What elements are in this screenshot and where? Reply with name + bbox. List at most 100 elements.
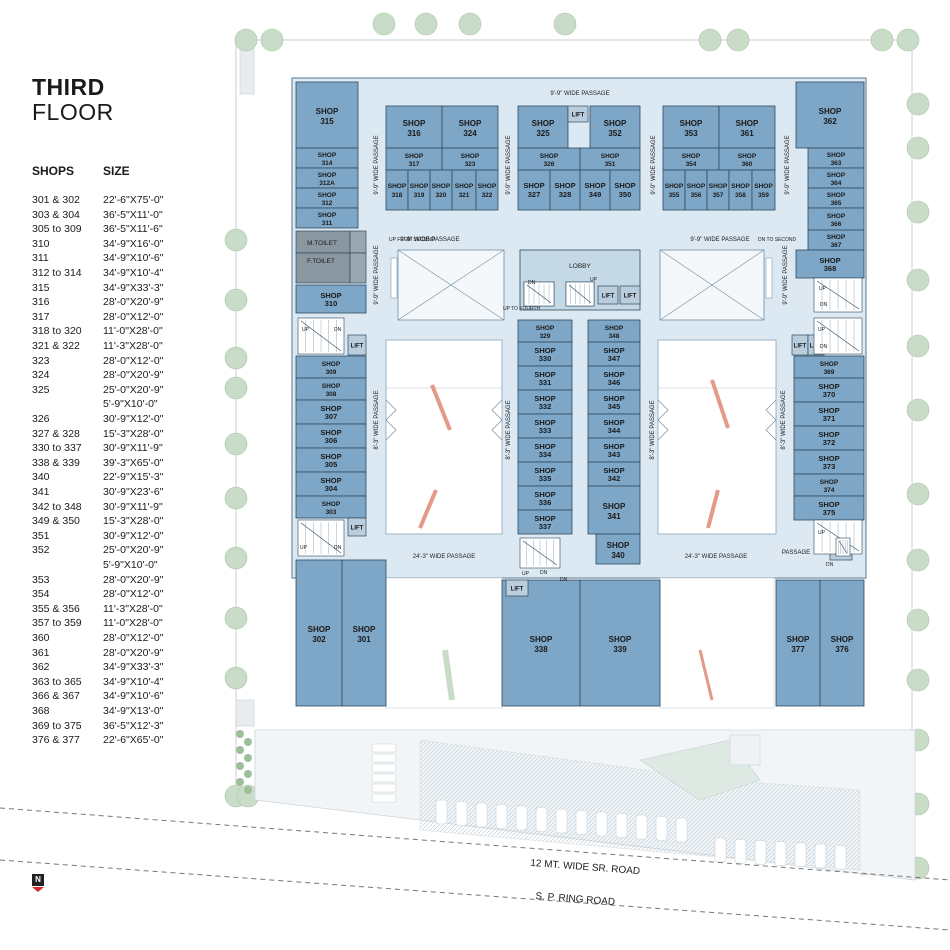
shop-fill — [517, 389, 573, 415]
car-icon — [371, 793, 397, 803]
shop-word-label: SHOP — [322, 361, 341, 368]
shop-number-label: 311 — [322, 220, 333, 227]
tree-icon — [553, 12, 577, 36]
shop-word-label: SHOP — [318, 212, 337, 219]
car-icon — [475, 802, 488, 828]
passage-label: 24'-3" WIDE PASSAGE — [685, 554, 748, 560]
passage-label: 8'-3" WIDE PASSAGE — [781, 390, 787, 449]
lift: LIFT — [567, 105, 589, 123]
car-icon — [435, 799, 448, 825]
stair-direction-label: DN — [560, 577, 568, 583]
shop-fill — [295, 207, 359, 229]
shop-word-label: SHOP — [534, 490, 555, 499]
stair-direction-label: DN — [820, 302, 828, 308]
table-row: 5'-9"X10'-0" — [32, 557, 182, 573]
stair-direction-label: DN — [334, 545, 342, 551]
shop-number-label: 364 — [831, 180, 842, 187]
shop-word-label: SHOP — [818, 382, 839, 391]
